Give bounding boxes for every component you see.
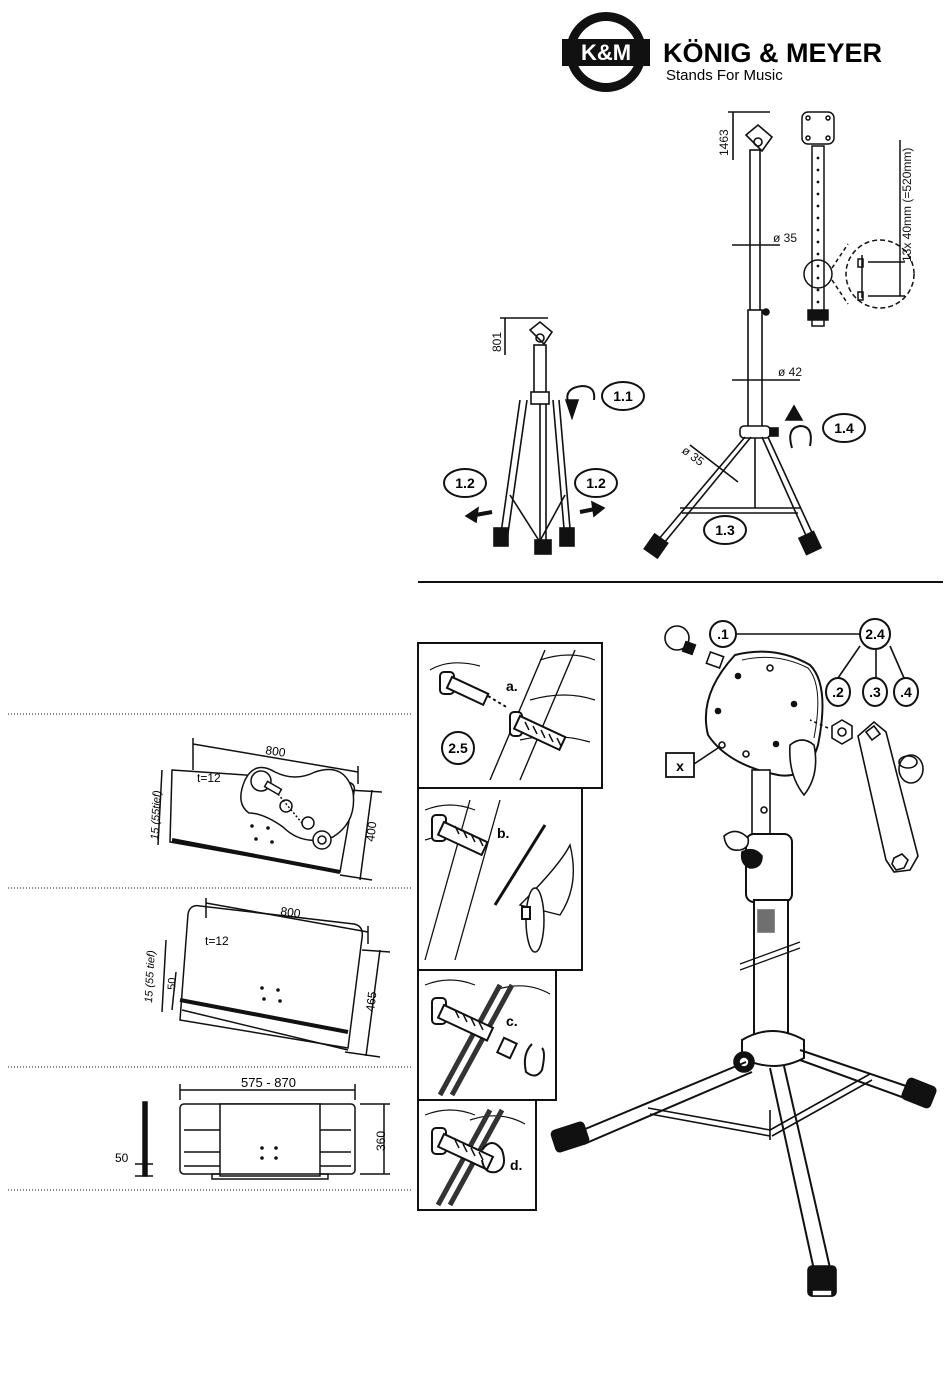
detail-label: 13x 40mm (=520mm) [900,148,914,262]
board-3-ledge: 50 [115,1151,129,1165]
board-3-width: 575 - 870 [241,1075,296,1090]
figure1-left-stand: 801 [466,318,604,554]
panel-b [418,788,582,970]
svg-text:.2: .2 [832,684,844,700]
brand-tagline: Stands For Music [666,67,783,84]
board-1-width: 800 [265,743,287,760]
board-1-depth: 15 (55tief) [149,790,164,840]
svg-text:2.4: 2.4 [865,626,885,642]
svg-text:1.2: 1.2 [586,475,606,491]
svg-text:1.2: 1.2 [455,475,475,491]
step-2-5-badge: 2.5 [442,732,474,764]
step-a-label: a. [506,678,518,694]
part-1-badge: .1 [710,621,736,647]
svg-text:.1: .1 [717,626,729,642]
panel-d [418,1100,536,1210]
diam-leg-label: ø 35 [679,443,707,469]
board-2-thickness: t=12 [205,934,229,948]
step-b-label: b. [497,825,509,841]
brand-name: KÖNIG & MEYER [663,38,882,68]
board-3 [135,1084,390,1179]
board-2-height: 465 [363,990,379,1012]
tube-detail: 13x 40mm (=520mm) [802,112,914,326]
step-1-4-badge: 1.4 [823,414,865,442]
board-1-thickness: t=12 [197,771,221,785]
part-2-badge: .2 [826,678,850,706]
diam-bottom-label: ø 42 [778,365,802,379]
part-3-badge: .3 [863,678,887,706]
brand-logo: K&M KÖNIG & MEYER Stands For Music [562,12,882,92]
x-label: x [676,758,684,774]
svg-text:.3: .3 [869,684,881,700]
svg-text:.4: .4 [900,684,912,700]
part-4-badge: .4 [894,678,918,706]
svg-text:1.1: 1.1 [613,388,633,404]
assembly-stand [550,626,937,1296]
right-height-label: 1463 [717,129,731,156]
board-2-ledge: 50 [166,977,179,990]
step-1-3-badge: 1.3 [704,516,746,544]
board-3-height: 360 [374,1131,388,1151]
step-1-2-left-badge: 1.2 [444,469,486,497]
svg-text:1.4: 1.4 [834,420,854,436]
step-2-4-badge: 2.4 [860,619,890,649]
step-c-label: c. [506,1013,518,1029]
logo-abbr: K&M [581,40,631,65]
board-2-width: 800 [280,904,302,921]
diam-top-label: ø 35 [773,231,797,245]
board-1-height: 400 [363,820,379,842]
board-2 [162,898,390,1057]
step-1-2-right-badge: 1.2 [575,469,617,497]
svg-text:1.3: 1.3 [715,522,735,538]
left-height-label: 801 [490,332,504,352]
step-d-label: d. [510,1157,522,1173]
board-2-depth: 15 (55 tief) [143,950,158,1003]
figure1-right-stand: 1463 ø 35 ø 42 ø 35 [644,112,821,558]
step-1-1-badge: 1.1 [602,382,644,410]
svg-text:2.5: 2.5 [448,740,468,756]
panel-c [418,970,556,1100]
panel-a [418,643,602,788]
board-1 [158,738,382,880]
